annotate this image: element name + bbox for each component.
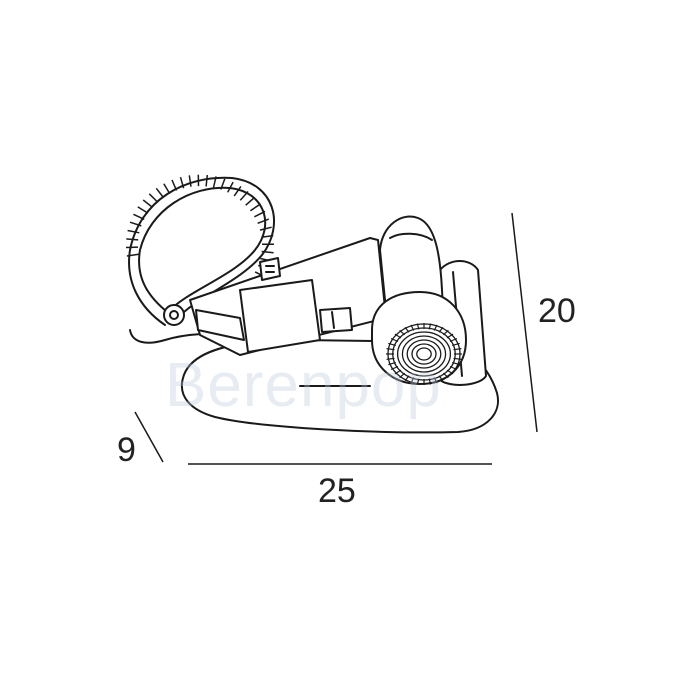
width-dimension-label: 25 (318, 472, 356, 510)
air-intake-grille (386, 323, 462, 385)
depth-dimension-label: 9 (117, 431, 136, 469)
depth-dimension-line (134, 411, 164, 463)
dryer-holder (189, 237, 387, 356)
height-dimension-label: 20 (538, 292, 576, 330)
watermark-logo: Berenpop (165, 351, 442, 420)
coiled-cord (125, 174, 275, 344)
height-dimension-line (511, 212, 538, 433)
dryer-body (371, 215, 467, 385)
